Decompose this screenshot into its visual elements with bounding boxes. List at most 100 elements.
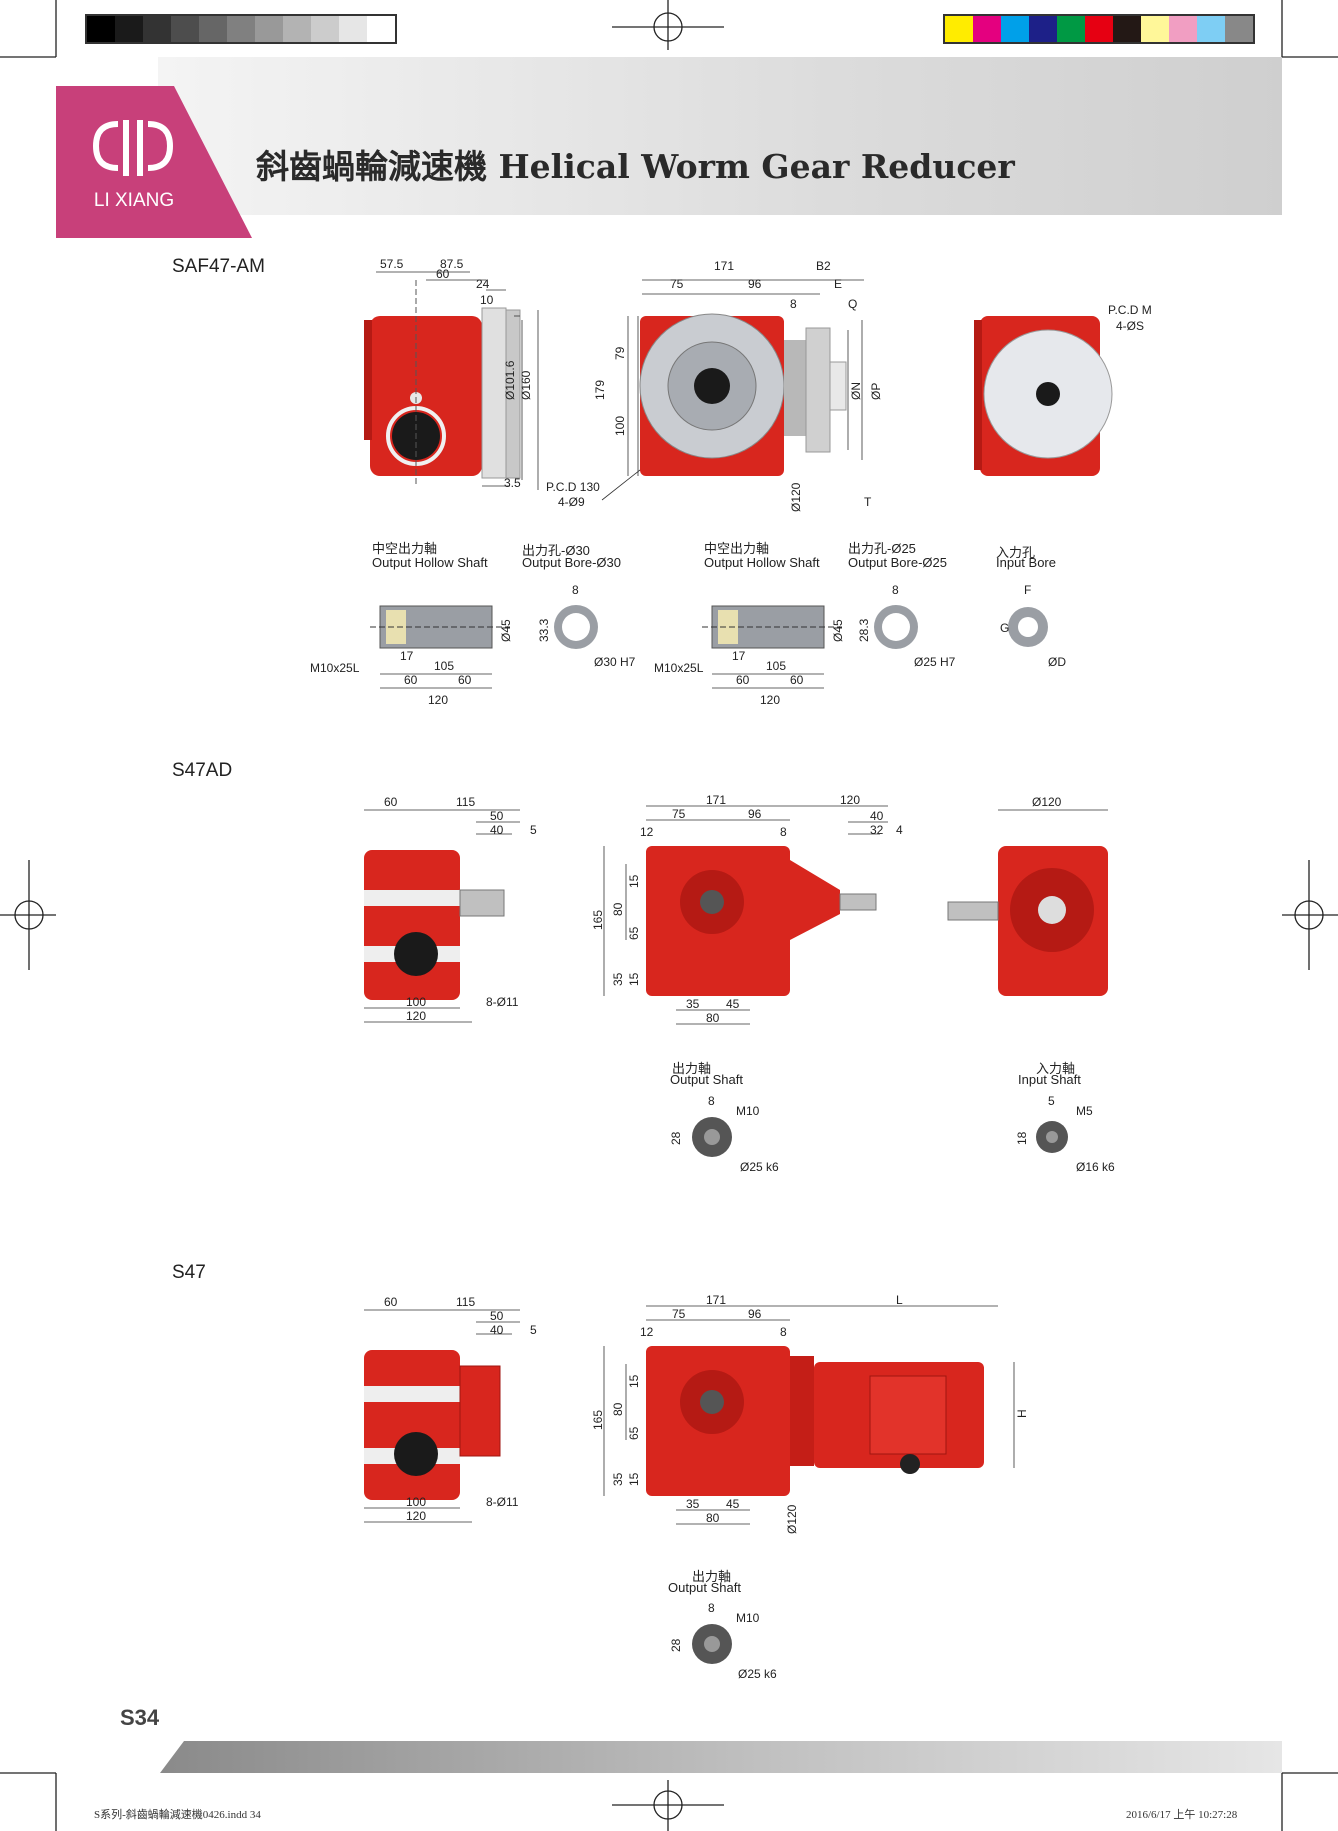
- bore2-title-cn: 出力孔-Ø25: [848, 541, 916, 556]
- dimension-label: ØN: [849, 382, 863, 400]
- dimension-label: B2: [816, 259, 831, 273]
- dimension-label: 8-Ø11: [486, 1495, 519, 1509]
- gray-swatch-bar: [85, 14, 397, 44]
- dimension-label: Ø16 k6: [1076, 1160, 1115, 1174]
- color-swatch-bar: [943, 14, 1255, 44]
- saf47-drawings: 57.5 87.5 60 24 10 Ø101.6 Ø160 3.5 171 7…: [364, 257, 1152, 512]
- dimension-label: 60: [384, 795, 398, 809]
- dimension-label: 60: [790, 673, 804, 687]
- hollow1-title-cn: 中空出力軸: [372, 541, 438, 556]
- input-bore: [1008, 607, 1048, 647]
- dimension-label: 4-Ø9: [558, 495, 585, 509]
- bore-2: [874, 605, 918, 649]
- dimension-label: 12: [640, 825, 654, 839]
- dimension-label: Ø25 k6: [738, 1667, 777, 1680]
- dimension-label: P.C.D 130: [546, 480, 600, 494]
- bore1-title-en: Output Bore-Ø30: [522, 555, 621, 570]
- s47ad-drawings: 60 115 50 40 5 100 120 8-Ø11 171 75 96 1…: [364, 793, 1108, 1025]
- s47ad-shaft-details: 8 M10 28 Ø25 k6 5 M5 18 Ø16 k6: [669, 1095, 1115, 1174]
- dimension-label: 105: [434, 659, 454, 673]
- section-label-s47: S47: [172, 1262, 206, 1283]
- dimension-label: 105: [766, 659, 786, 673]
- dimension-label: 80: [706, 1511, 720, 1525]
- header-band: [158, 57, 1282, 215]
- dimension-label: H: [1015, 1409, 1029, 1418]
- dimension-label: M5: [1076, 1104, 1093, 1118]
- dimension-label: 12: [640, 1325, 654, 1339]
- dimension-label: 75: [672, 1307, 686, 1321]
- dimension-label: P.C.D M: [1108, 303, 1152, 317]
- input-bore-title-cn: 入力孔: [996, 545, 1036, 560]
- s47ad-input-title-cn: 入力軸: [1036, 1061, 1076, 1076]
- s47ad-front-view: [646, 846, 877, 996]
- dimension-label: Ø45: [499, 619, 513, 642]
- dimension-label: ØP: [869, 383, 883, 400]
- dimension-label: 65: [627, 926, 641, 940]
- dimension-label: 40: [490, 823, 504, 837]
- dimension-label: 32: [870, 823, 884, 837]
- dimension-label: 60: [384, 1295, 398, 1309]
- dimension-label: Ø30 H7: [594, 655, 636, 669]
- bore1-title-cn: 出力孔-Ø30: [522, 543, 590, 558]
- dimension-label: 40: [870, 809, 884, 823]
- footer-timestamp: 2016/6/17 上午 10:27:28: [1126, 1809, 1238, 1821]
- dimension-label: 3.5: [504, 476, 521, 490]
- section-label-s47ad: S47AD: [172, 760, 233, 781]
- hollow-shaft-1: [370, 605, 510, 649]
- footer-band: [160, 1741, 1282, 1773]
- dimension-label: Ø160: [519, 370, 533, 400]
- s47ad-input-title-en: Input Shaft: [1018, 1072, 1081, 1087]
- input-bore-title-en: Input Bore: [996, 555, 1056, 570]
- hollow2-title-cn: 中空出力軸: [704, 541, 770, 556]
- dimension-label: 45: [726, 997, 740, 1011]
- dimension-label: 5: [1048, 1095, 1055, 1108]
- s47ad-output-title-cn: 出力軸: [672, 1061, 712, 1076]
- dimension-label: 8: [892, 583, 899, 597]
- dimension-label: Ø120: [1032, 795, 1062, 809]
- dimension-label: 24: [476, 277, 490, 291]
- brand-name: LI XIANG: [94, 190, 174, 211]
- s47ad-output-shaft: [692, 1117, 732, 1157]
- dimension-label: 35: [686, 1497, 700, 1511]
- dimension-label: M10x25L: [654, 661, 704, 675]
- dimension-label: 60: [404, 673, 418, 687]
- dimension-label: M10x25L: [310, 661, 360, 675]
- saf47-side-view: [364, 280, 521, 486]
- dimension-label: 17: [732, 649, 746, 663]
- dimension-label: 8: [708, 1601, 715, 1615]
- dimension-label: 87.5: [440, 257, 464, 271]
- dimension-label: 80: [611, 1402, 625, 1416]
- dimension-label: 5: [530, 1323, 537, 1337]
- saf47-front-view: [639, 313, 847, 476]
- dimension-label: 171: [706, 793, 726, 807]
- dimension-label: 75: [670, 277, 684, 291]
- s47ad-input-shaft: [1036, 1121, 1068, 1153]
- s47ad-side-view: [364, 850, 505, 1000]
- dimension-label: 165: [591, 1410, 605, 1430]
- dimension-label: 79: [613, 346, 627, 360]
- dimension-label: 28.3: [857, 618, 871, 642]
- dimension-label: 15: [627, 874, 641, 888]
- dimension-label: 15: [627, 972, 641, 986]
- dimension-label: 80: [706, 1011, 720, 1025]
- dimension-label: 18: [1015, 1131, 1029, 1145]
- dimension-label: T: [864, 495, 872, 509]
- dimension-label: 4-ØS: [1116, 319, 1144, 333]
- saf47-right-view: [974, 316, 1113, 476]
- dimension-label: Ø25 H7: [914, 655, 956, 669]
- dimension-label: Ø120: [789, 482, 803, 512]
- dimension-label: Ø45: [831, 619, 845, 642]
- dimension-label: 65: [627, 1426, 641, 1440]
- page-number: S34: [120, 1705, 160, 1730]
- dimension-label: 165: [591, 910, 605, 930]
- dimension-label: 115: [456, 795, 475, 809]
- dimension-label: 120: [406, 1009, 426, 1023]
- saf47-detail-drawings: M10x25L 17 105 60 60 120 Ø45 8 33.3 Ø30 …: [310, 583, 1066, 707]
- s47-shaft-detail: 8 M10 28 Ø25 k6: [669, 1601, 777, 1680]
- s47ad-output-title-en: Output Shaft: [670, 1072, 743, 1087]
- dimension-label: M10: [736, 1104, 760, 1118]
- dimension-label: 120: [428, 693, 448, 707]
- s47-output-shaft: [692, 1624, 732, 1664]
- s47-drawings: 60 115 50 40 5 100 120 8-Ø11 171 75 96 L…: [364, 1293, 1029, 1534]
